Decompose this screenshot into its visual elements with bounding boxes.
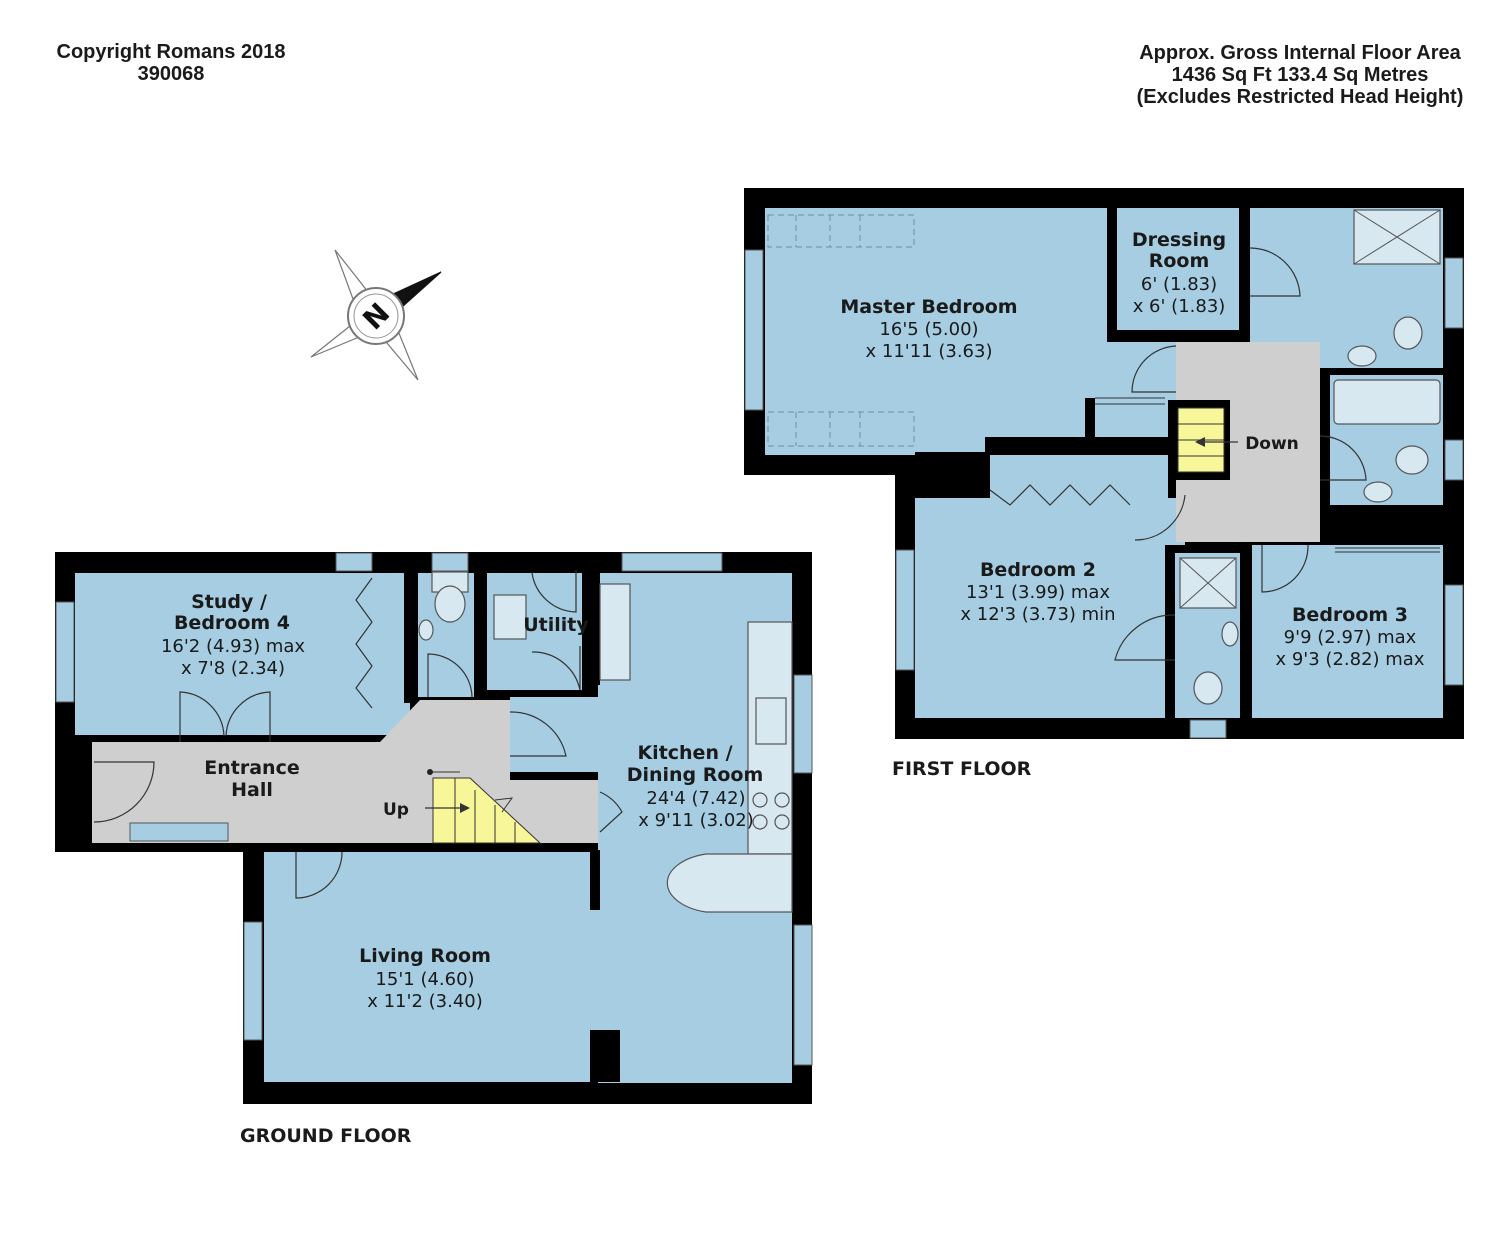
window bbox=[55, 601, 75, 703]
window bbox=[1189, 719, 1227, 739]
kitchen-name: Kitchen / bbox=[637, 742, 732, 764]
window bbox=[895, 549, 915, 671]
dressing-name-2: Room bbox=[1149, 250, 1210, 272]
study-room bbox=[75, 573, 410, 735]
window bbox=[621, 552, 723, 572]
ground-floor-stairs bbox=[425, 769, 542, 844]
first-floor-plan: Dressing Room 6' (1.83) x 6' (1.83) Mast… bbox=[744, 188, 1464, 780]
bedroom2-dimensions: 13'1 (3.99) max bbox=[966, 582, 1110, 603]
stairs-down-label: Down bbox=[1245, 434, 1299, 454]
window bbox=[335, 552, 373, 572]
study-dimensions-2: x 7'8 (2.34) bbox=[181, 658, 285, 679]
master-bedroom bbox=[765, 208, 1176, 455]
window bbox=[1444, 257, 1464, 329]
bedroom3-dimensions-2: x 9'3 (2.82) max bbox=[1275, 649, 1424, 670]
dressing-dimensions-2: x 6' (1.83) bbox=[1133, 296, 1226, 317]
copyright-line: Copyright Romans 2018 bbox=[56, 41, 286, 63]
living-room bbox=[264, 852, 604, 1082]
study-name-2: Bedroom 4 bbox=[174, 612, 290, 634]
stairs-up-label: Up bbox=[383, 800, 409, 820]
kitchen-name-2: Dining Room bbox=[627, 764, 764, 786]
bedroom-3 bbox=[1252, 545, 1443, 718]
window bbox=[793, 674, 813, 774]
first-floor-label: FIRST FLOOR bbox=[892, 758, 1032, 780]
utility-name: Utility bbox=[523, 614, 589, 636]
master-dimensions: 16'5 (5.00) bbox=[879, 319, 978, 340]
bedroom2-name: Bedroom 2 bbox=[980, 559, 1096, 581]
window bbox=[1444, 584, 1464, 686]
dressing-room bbox=[1117, 208, 1239, 330]
front-door bbox=[93, 761, 155, 823]
living-dimensions: 15'1 (4.60) bbox=[375, 969, 474, 990]
area-title: Approx. Gross Internal Floor Area bbox=[1139, 42, 1461, 64]
window bbox=[793, 924, 813, 1066]
window bbox=[744, 249, 764, 411]
living-dimensions-2: x 11'2 (3.40) bbox=[367, 991, 483, 1012]
bedroom3-dimensions: 9'9 (2.97) max bbox=[1284, 627, 1417, 648]
master-dimensions-2: x 11'11 (3.63) bbox=[866, 341, 993, 362]
bedroom-2 bbox=[915, 498, 1185, 718]
window bbox=[1444, 439, 1464, 481]
master-name: Master Bedroom bbox=[840, 296, 1017, 318]
window bbox=[129, 822, 229, 842]
study-dimensions: 16'2 (4.93) max bbox=[161, 636, 305, 657]
reference-number: 390068 bbox=[137, 63, 205, 85]
kitchen-dimensions: 24'4 (7.42) bbox=[646, 788, 745, 809]
bedroom2-dimensions-2: x 12'3 (3.73) min bbox=[960, 604, 1115, 625]
hall-name-2: Hall bbox=[231, 779, 273, 801]
dressing-dimensions: 6' (1.83) bbox=[1141, 274, 1217, 295]
bedroom3-name: Bedroom 3 bbox=[1292, 604, 1408, 626]
study-name: Study / bbox=[191, 591, 267, 613]
window bbox=[431, 552, 469, 572]
first-floor-stairs bbox=[1168, 400, 1238, 480]
ground-floor-plan: Study / Bedroom 4 16'2 (4.93) max x 7'8 … bbox=[55, 552, 813, 1147]
compass-rose-icon: N bbox=[310, 249, 442, 381]
floor-area-summary: Approx. Gross Internal Floor Area 1436 S… bbox=[1130, 42, 1470, 108]
copyright-notice: Copyright Romans 2018 390068 bbox=[40, 41, 302, 85]
living-name: Living Room bbox=[359, 945, 491, 967]
area-value: 1436 Sq Ft 133.4 Sq Metres bbox=[1171, 64, 1429, 86]
kitchen-dimensions-2: x 9'11 (3.02) bbox=[638, 810, 754, 831]
dressing-name: Dressing bbox=[1132, 229, 1226, 251]
area-note: (Excludes Restricted Head Height) bbox=[1136, 86, 1464, 108]
window bbox=[243, 921, 263, 1041]
hall-name: Entrance bbox=[204, 757, 299, 779]
ground-floor-label: GROUND FLOOR bbox=[240, 1125, 412, 1147]
